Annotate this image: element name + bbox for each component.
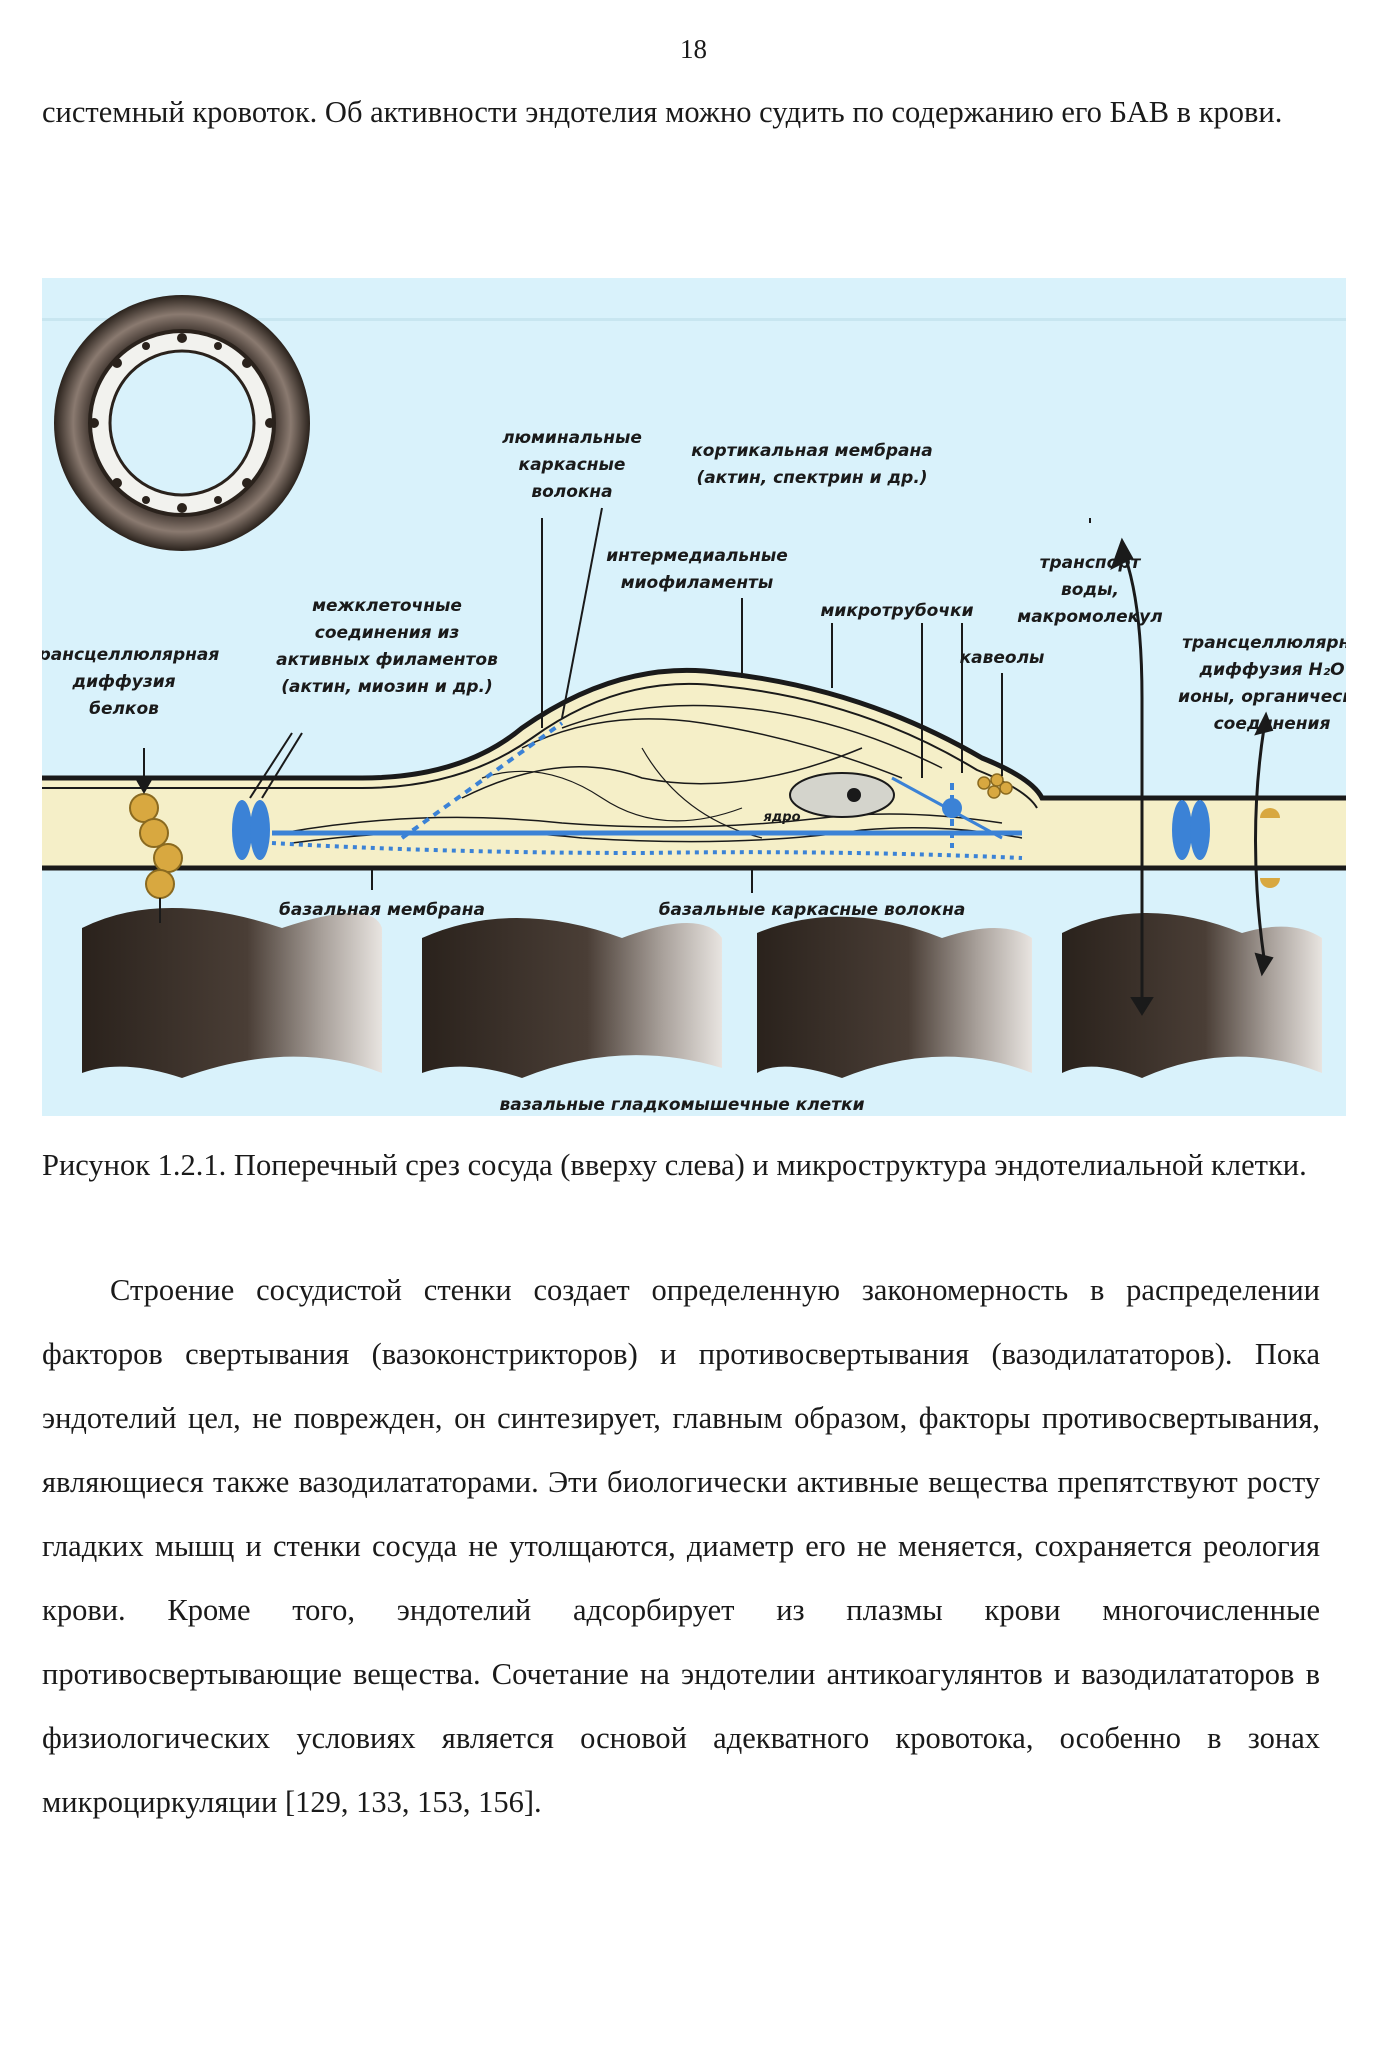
label-transport-1: транспорт: [1040, 553, 1142, 573]
label-caveolae: кавеолы: [960, 648, 1045, 668]
label-junctions-3: активных филаментов: [276, 650, 498, 670]
show-through-text: [42, 318, 1346, 321]
label-protein-diffusion-3: белков: [89, 699, 159, 719]
diagram-svg: люминальные каркасные волокна кортикальн…: [42, 295, 1346, 1115]
label-transport-3: макромолекул: [1017, 607, 1162, 627]
label-transport-2: воды,: [1061, 580, 1119, 600]
pointer-lines: [134, 507, 1274, 1016]
label-luminal-2: каркасные: [519, 455, 626, 475]
endothelial-cell: [42, 667, 1346, 899]
label-luminal-1: люминальные: [502, 428, 642, 448]
paragraph-top: системный кровоток. Об активности эндоте…: [42, 95, 1283, 129]
label-water-diffusion-2: диффузия H₂O: [1198, 660, 1344, 680]
label-water-diffusion-3: ионы, органически: [1178, 687, 1346, 707]
figure-caption: Рисунок 1.2.1. Поперечный срез сосуда (в…: [42, 1148, 1307, 1182]
paragraph-main: Строение сосудистой стенки создает опред…: [42, 1273, 1320, 1819]
diagram-labels: люминальные каркасные волокна кортикальн…: [42, 428, 1346, 1115]
label-cortical-2: (актин, спектрин и др.): [696, 468, 927, 488]
label-luminal-3: волокна: [531, 482, 612, 502]
figure-endothelium-diagram: люминальные каркасные волокна кортикальн…: [42, 278, 1346, 1116]
label-water-diffusion-4: соединения: [1214, 714, 1331, 734]
label-basal-fibers: базальные каркасные волокна: [659, 900, 966, 920]
label-intermediate-2: миофиламенты: [621, 573, 774, 593]
label-protein-diffusion-2: диффузия: [71, 672, 175, 692]
label-intermediate-1: интермедиальные: [606, 546, 788, 566]
label-water-diffusion-1: трансцеллюлярна: [1182, 633, 1346, 653]
smooth-muscle-cells: [82, 908, 1322, 1078]
label-smooth-muscle: вазальные гладкомышечные клетки: [499, 1095, 864, 1115]
label-basal-membrane: базальная мембрана: [279, 900, 485, 920]
label-junctions-2: соединения из: [315, 623, 460, 643]
vessel-cross-section: [54, 295, 310, 551]
label-nucleus: ядро: [762, 810, 800, 825]
label-microtubules: микротрубочки: [821, 601, 974, 621]
label-cortical-1: кортикальная мембрана: [691, 441, 932, 461]
page-number: 18: [680, 34, 707, 64]
label-junctions-4: (актин, миозин и др.): [281, 677, 493, 697]
label-protein-diffusion-1: трансцеллюлярная: [42, 645, 219, 665]
label-junctions-1: межклеточные: [312, 596, 462, 616]
